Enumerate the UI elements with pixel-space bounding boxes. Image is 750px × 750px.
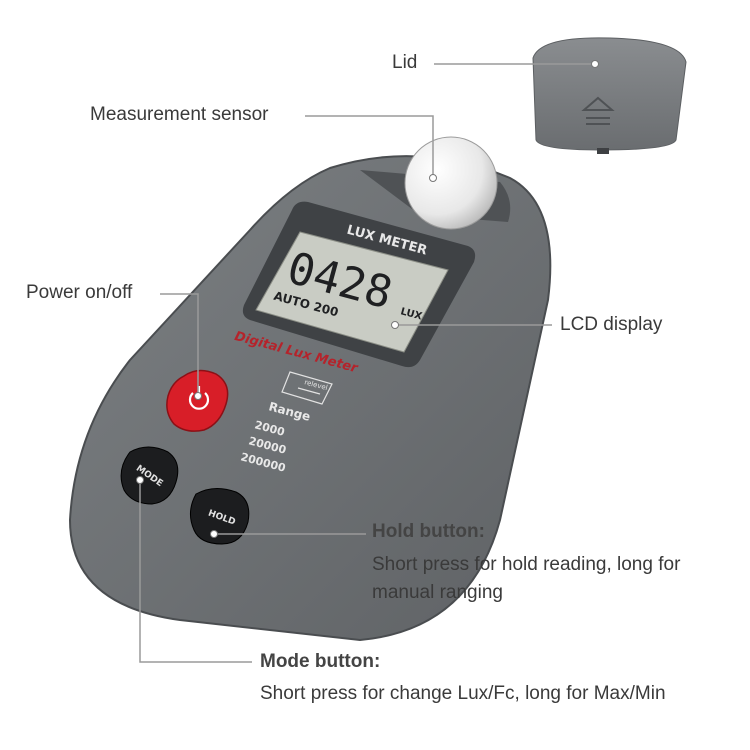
eject-arrow-icon: [581, 96, 615, 111]
power-label: Power on/off: [26, 282, 133, 303]
leader-dot: [429, 174, 437, 182]
power-button[interactable]: [166, 369, 229, 432]
leader-dot: [194, 392, 202, 400]
mode-description: Short press for change Lux/Fc, long for …: [260, 683, 666, 704]
leader-dot: [210, 530, 218, 538]
measurement-sensor: [404, 136, 498, 230]
hold-description: Short press for hold reading, long for m…: [372, 551, 680, 607]
sensor-leader-line: [305, 115, 434, 178]
leader-dot: [591, 60, 599, 68]
mode-leader-line: [139, 480, 252, 663]
lid: [532, 37, 687, 154]
leader-lines: [139, 63, 595, 663]
relevel-icon: [281, 371, 333, 405]
leader-dot: [136, 476, 144, 484]
leader-dots: [136, 60, 599, 538]
hold-title: Hold button:: [372, 521, 485, 542]
lcd-label: LCD display: [560, 314, 663, 335]
lcd-screen: [255, 231, 449, 353]
sensor-label: Measurement sensor: [90, 104, 269, 125]
hold-description-line: manual ranging: [372, 582, 503, 603]
mode-button[interactable]: [120, 446, 179, 505]
leader-dot: [391, 321, 399, 329]
lcd-panel: [242, 201, 476, 368]
hold-description-line: Short press for hold reading, long for: [372, 554, 681, 575]
mode-title: Mode button:: [260, 651, 381, 672]
hold-button[interactable]: [190, 488, 250, 545]
lid-label: Lid: [392, 52, 418, 73]
power-leader-line: [160, 293, 199, 396]
